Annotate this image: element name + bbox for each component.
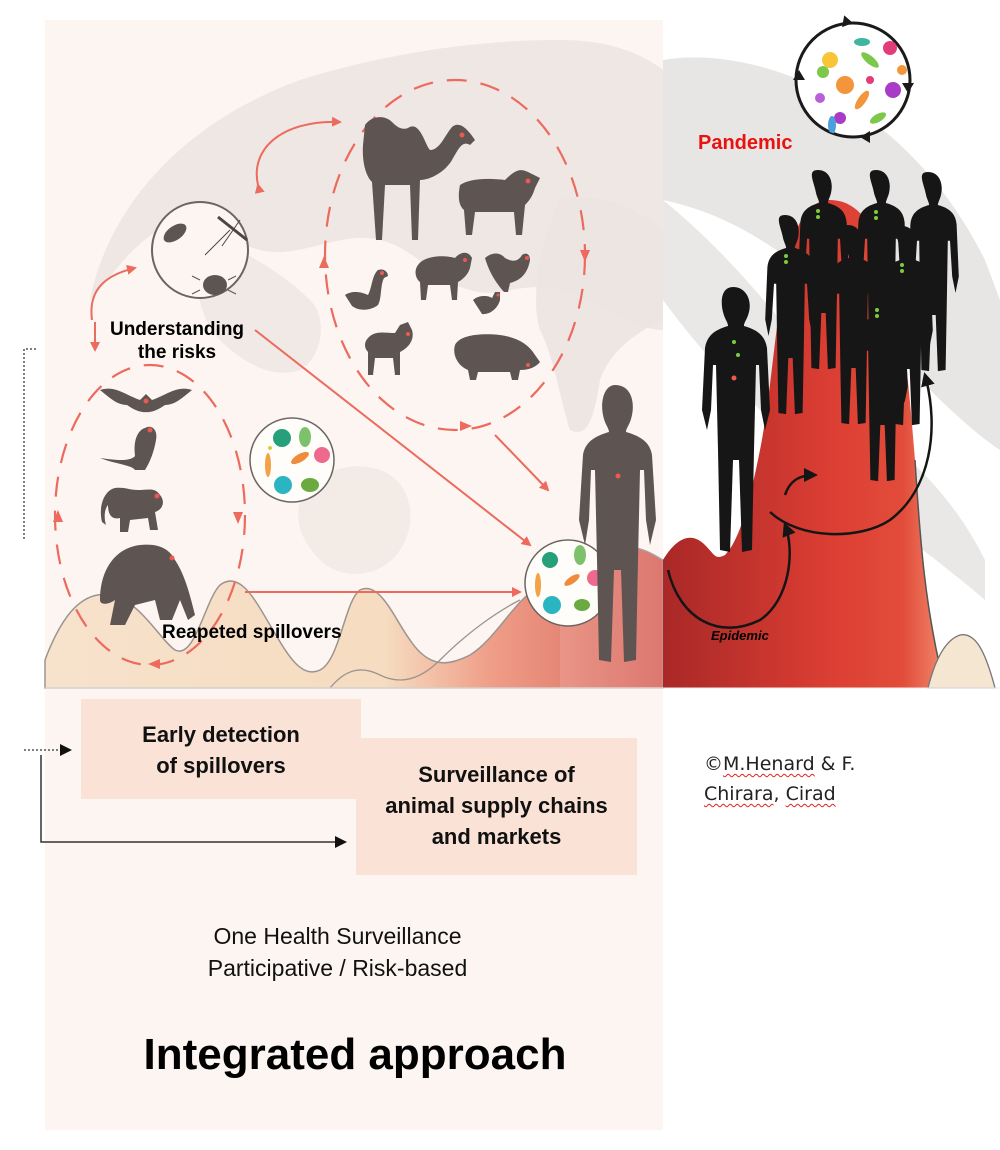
camel-icon [362, 117, 475, 240]
human-pandemic-2-icon [798, 170, 849, 370]
pandemic-label: Pandemic [698, 132, 793, 154]
hill-inner-ridge [329, 599, 521, 689]
credit-org: Cirad [785, 783, 836, 805]
pig-icon [454, 334, 540, 380]
human-pandemic-5-icon [828, 225, 879, 425]
epidemic-arrow-2 [769, 372, 935, 536]
human-epidemic-icon [702, 287, 770, 552]
surveillance-line-1: Surveillance of [418, 762, 575, 787]
surveillance-box: Surveillance of animal supply chains and… [356, 738, 637, 875]
tick-icon [191, 275, 237, 295]
understanding-risks-label: Understanding the risks [92, 318, 262, 364]
credit-author-2: Chirara [704, 783, 774, 805]
early-detection-line-1: Early detection [142, 722, 300, 747]
microbes-circle-pandemic [793, 15, 914, 143]
microbes-circle-spillover [524, 539, 612, 627]
microbes-circle-small [249, 417, 335, 503]
dotted-connector [23, 348, 36, 540]
early-detection-box: Early detection of spillovers [81, 699, 361, 799]
solid-connector [40, 755, 347, 848]
goat-icon [365, 322, 413, 375]
livestock-to-human-arrow [494, 434, 550, 492]
surveillance-line-2: animal supply chains [385, 793, 608, 818]
cycle-arrowheads [53, 250, 590, 669]
early-detection-line-2: of spillovers [156, 753, 286, 778]
repeated-spillovers-label: Reapeted spillovers [162, 622, 342, 643]
vector-livestock-arrow [254, 116, 342, 194]
wildlife-silhouettes [100, 388, 195, 625]
epidemic-arrow-1 [666, 522, 796, 629]
small-right-hill [927, 634, 996, 689]
wildlife-vector-arrow [90, 264, 137, 321]
understanding-risks-line-1: Understanding [109, 319, 245, 340]
understanding-risks-line-2: the risks [137, 342, 217, 363]
surveillance-line-3: and markets [431, 824, 562, 849]
integrated-approach-title: Integrated approach [143, 1030, 567, 1079]
gorilla-icon [100, 544, 195, 625]
cattle-icon [458, 170, 540, 235]
credit-author-1: M.Henard [723, 753, 815, 775]
epidemic-label: Epidemic [711, 628, 769, 643]
flea-icon [163, 223, 187, 243]
human-spillover-icon [579, 385, 656, 662]
credit-rest: & F. [814, 753, 856, 775]
livestock-silhouettes [345, 117, 540, 380]
rat-icon [100, 426, 157, 470]
wildlife-cycle [53, 363, 247, 667]
credit-text: ©M.Henard & F. Chirara, Cirad [704, 749, 855, 809]
one-health-line-1: One Health Surveillance [213, 923, 462, 949]
hen-icon [473, 292, 500, 315]
connector-lines-2 [24, 744, 347, 848]
vectors-circle [151, 201, 249, 299]
credit-line-2: Chirara, Cirad [704, 779, 855, 809]
sheep-icon [415, 252, 472, 300]
rooster-icon [485, 253, 530, 292]
credit-line-1: ©M.Henard & F. [704, 749, 855, 779]
risk-to-human-arrow [254, 329, 532, 547]
human-pandemic-7-icon [857, 282, 908, 482]
mosquito-icon [204, 215, 248, 256]
one-health-label: One Health Surveillance Participative / … [150, 920, 525, 984]
credit-separator: , [773, 783, 786, 805]
copyright-symbol: © [704, 753, 723, 775]
duck-icon [345, 269, 388, 310]
epidemic-arrow-3 [783, 468, 818, 496]
monkey-icon [100, 487, 163, 532]
one-health-line-2: Participative / Risk-based [207, 955, 468, 981]
connector-lines [23, 348, 36, 540]
infected-humans [702, 170, 959, 552]
